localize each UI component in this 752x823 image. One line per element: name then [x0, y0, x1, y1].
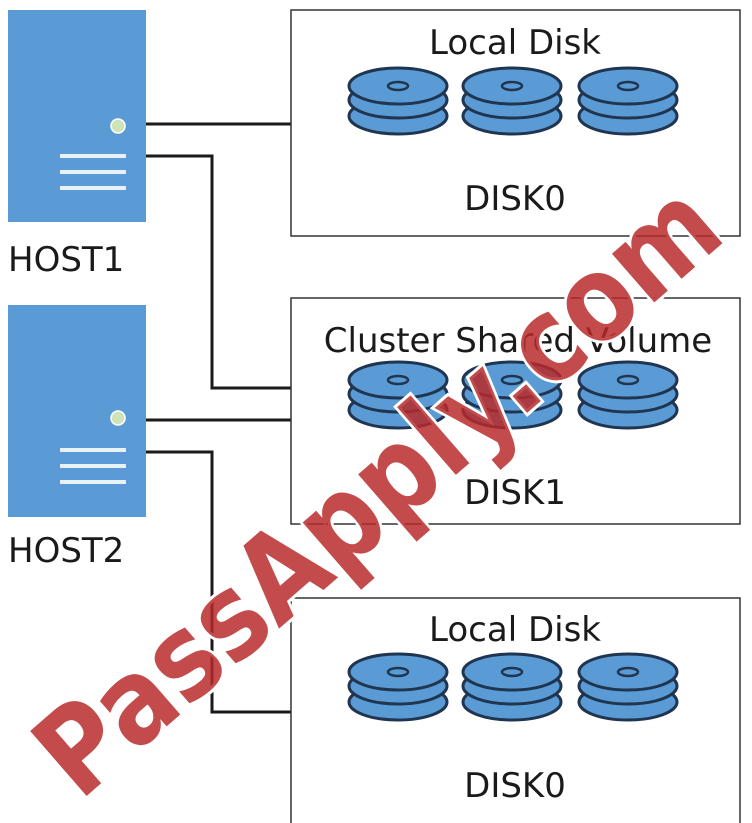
server-slot: [60, 186, 126, 190]
host2-to-local-disk-line: [146, 450, 291, 714]
server-status-light: [110, 410, 126, 426]
disk-stack-icon: [577, 66, 679, 136]
storage-box-cluster-shared-volume: Cluster Shared Volume DISK1: [290, 297, 741, 525]
server-slot: [60, 154, 126, 158]
server-slot: [60, 448, 126, 452]
disk-stack-icon: [461, 652, 563, 722]
disk-stack-icon: [347, 360, 449, 430]
disk-hub: [500, 666, 524, 678]
disk-hub: [500, 374, 524, 386]
disk-stack-row: [347, 360, 679, 430]
disk-hub: [616, 374, 640, 386]
disk-stack-icon: [461, 66, 563, 136]
host2-label: HOST2: [8, 531, 124, 571]
server-body: [8, 10, 146, 222]
server-status-light: [110, 118, 126, 134]
host1-server-icon: [8, 10, 146, 222]
storage-disk-label: DISK1: [464, 473, 566, 513]
disk-stack-icon: [347, 66, 449, 136]
server-slot: [60, 170, 126, 174]
disk-stack-icon: [577, 652, 679, 722]
disk-hub: [386, 80, 410, 92]
host1-to-csv-line: [146, 154, 291, 390]
disk-hub: [386, 666, 410, 678]
server-slot: [60, 480, 126, 484]
disk-hub: [386, 374, 410, 386]
server-body: [8, 305, 146, 517]
connections: [146, 122, 291, 714]
disk-stack-row: [347, 66, 679, 136]
disk-hub: [616, 666, 640, 678]
disk-stack-icon: [347, 652, 449, 722]
storage-box-title: Cluster Shared Volume: [324, 321, 712, 361]
storage-box-title: Local Disk: [429, 23, 601, 63]
host2-server-icon: [8, 305, 146, 517]
storage-disk-label: DISK0: [464, 766, 566, 806]
storage-box-title: Local Disk: [429, 610, 601, 650]
storage-box-local-disk-1: Local Disk DISK0: [290, 9, 741, 237]
disk-stack-icon: [577, 360, 679, 430]
host1-label: HOST1: [8, 240, 124, 280]
server-slot: [60, 464, 126, 468]
disk-stack-icon: [461, 360, 563, 430]
storage-box-local-disk-2: Local Disk DISK0: [290, 597, 741, 823]
disk-hub: [500, 80, 524, 92]
disk-stack-row: [347, 652, 679, 722]
disk-hub: [616, 80, 640, 92]
storage-disk-label: DISK0: [464, 179, 566, 219]
